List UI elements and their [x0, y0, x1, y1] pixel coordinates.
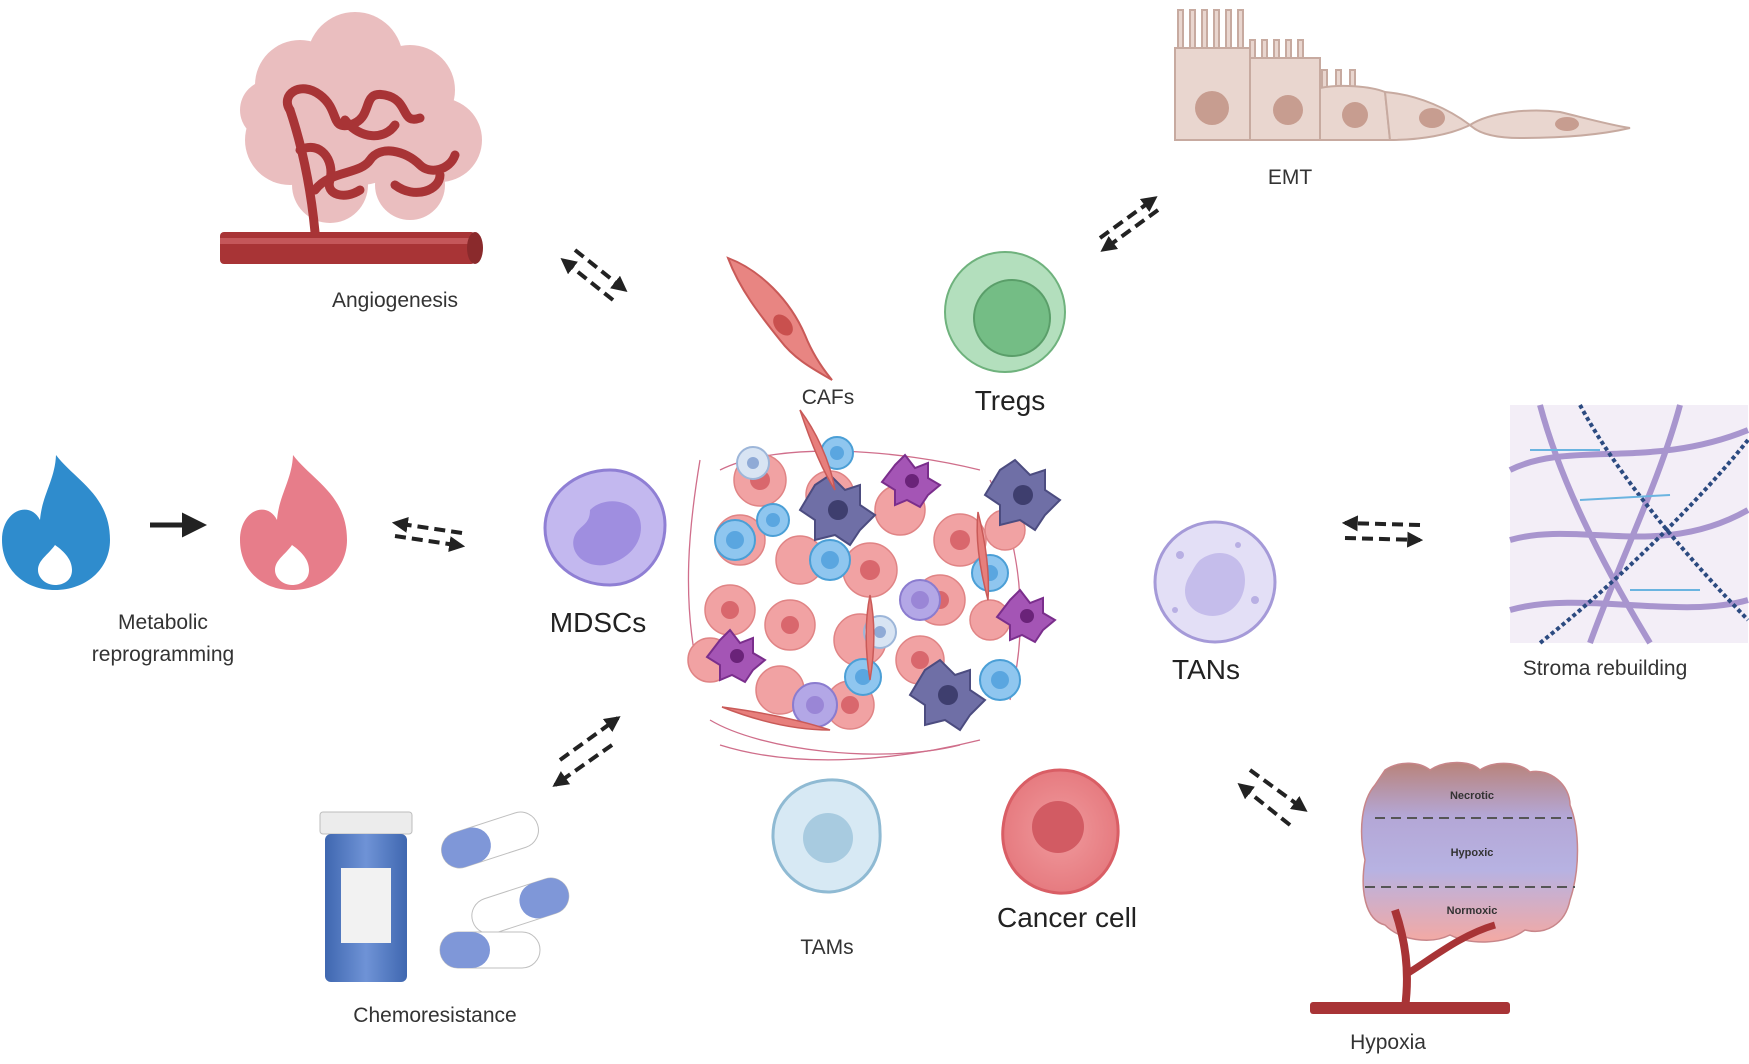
tan-cell-icon [1153, 520, 1277, 644]
hypoxic-tumor-icon [1310, 761, 1579, 1014]
stroma-fiber-network-icon [1508, 404, 1749, 645]
mdscs-label: MDSCs [549, 607, 647, 638]
necrotic-zone-label: Necrotic [1449, 790, 1495, 802]
emt-icon [1174, 9, 1631, 142]
hypoxic-zone-label: Hypoxic [1450, 847, 1494, 859]
bidirectional-arrows [391, 196, 1424, 827]
tans-label: TANs [1172, 654, 1240, 685]
mdsc-cell-icon [543, 468, 667, 587]
metabolic-label-line1: Metabolic [118, 611, 208, 634]
tumor-microenvironment-icon [687, 409, 1062, 761]
chemoresistance-label: Chemoresistance [353, 1004, 517, 1027]
angiogenesis-icon [220, 12, 483, 264]
cancer-cell-icon [1001, 768, 1120, 895]
pill-bottle-capsules-icon [319, 811, 570, 982]
blue-flame-icon [2, 455, 110, 590]
emt-label: EMT [1267, 166, 1313, 189]
stroma-label: Stroma rebuilding [1522, 657, 1688, 680]
normoxic-zone-label: Normoxic [1446, 905, 1498, 917]
metabolic-label-line2: reprogramming [91, 643, 235, 666]
tregs-label: Tregs [974, 385, 1046, 416]
cafs-label: CAFs [801, 386, 855, 409]
treg-cell-icon [944, 251, 1066, 373]
cancer-cell-label: Cancer cell [996, 902, 1138, 933]
tam-cell-icon [771, 778, 882, 894]
hypoxia-label: Hypoxia [1350, 1031, 1426, 1054]
tams-label: TAMs [800, 936, 854, 959]
angiogenesis-label: Angiogenesis [331, 289, 459, 312]
red-flame-icon [240, 455, 347, 590]
caf-cell-icon [726, 256, 833, 381]
